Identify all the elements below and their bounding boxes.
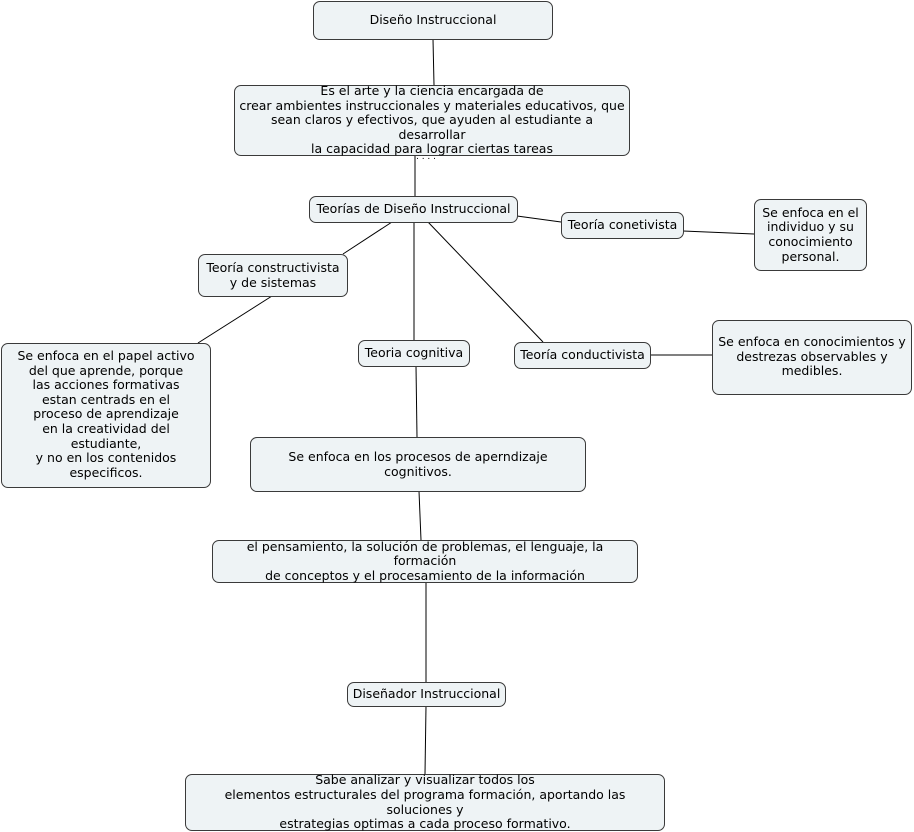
- link-conetivista-desc: [682, 230, 755, 235]
- node-teoria-cognitiva: Teoria cognitiva: [358, 340, 470, 367]
- node-conductivista-desc: Se enfoca en conocimientos y destrezas o…: [712, 320, 912, 395]
- link-teorias-conductivista: [427, 221, 544, 343]
- node-conetivista-desc: Se enfoca en el individuo y su conocimie…: [754, 199, 867, 271]
- node-disenador-instruccional: Diseñador Instruccional: [347, 682, 506, 707]
- node-teoria-conetivista: Teoría conetivista: [561, 212, 684, 239]
- link-cognitiva-desc: [415, 365, 418, 438]
- node-teorias-diseno: Teorías de Diseño Instruccional: [309, 196, 518, 223]
- link-disenador-desc: [424, 705, 427, 775]
- ellipsis-mark: . . . .: [416, 152, 436, 162]
- link-teorias-conetivista: [516, 215, 562, 223]
- node-diseno-instruccional: Diseño Instruccional: [313, 1, 553, 40]
- link-diseno-definicion: [432, 38, 435, 86]
- node-cognitiva-desc: Se enfoca en los procesos de aperndizaje…: [250, 437, 586, 492]
- link-teorias-constructivista: [342, 221, 393, 255]
- node-constructivista-desc: Se enfoca en el papel activo del que apr…: [1, 343, 211, 488]
- node-teoria-conductivista: Teoría conductivista: [514, 342, 651, 369]
- node-definicion: Es el arte y la ciencia encargada de cre…: [234, 83, 630, 156]
- node-teoria-constructivista: Teoría constructivista y de sistemas: [198, 254, 348, 297]
- node-disenador-desc: Sabe analizar y visualizar todos los ele…: [185, 773, 665, 831]
- node-procesos-cognitivos: el pensamiento, la solución de problemas…: [212, 539, 638, 583]
- link-cognitivadesc-procesos: [418, 490, 422, 541]
- link-constructivista-desc: [197, 295, 273, 344]
